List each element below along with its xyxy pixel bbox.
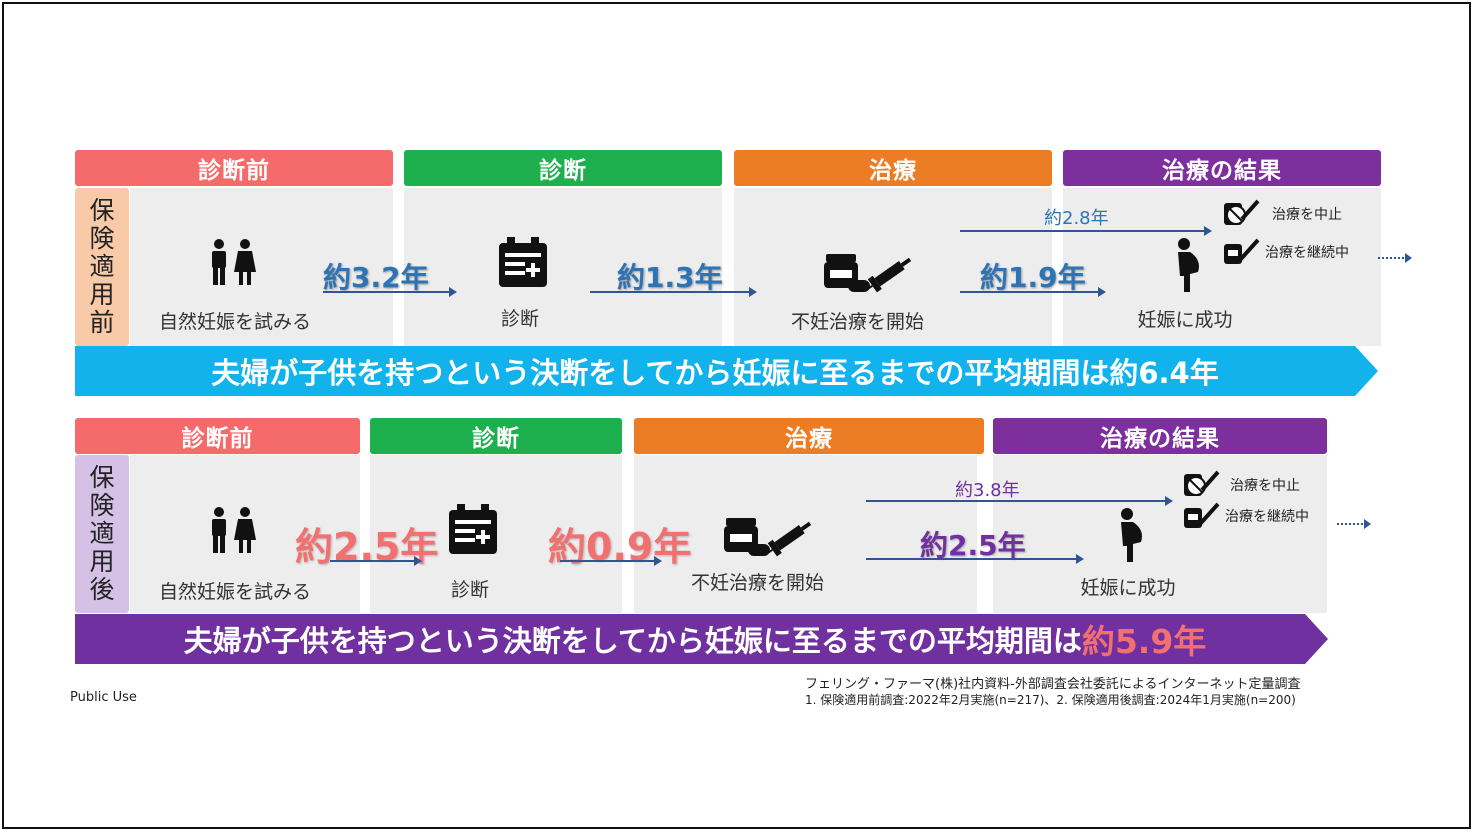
side-char: 保 (89, 463, 115, 492)
stage-header-diagnosis: 診断 (404, 150, 722, 186)
outcome-label: 治療を継続中 (1265, 245, 1349, 261)
banner-arrow-before (75, 346, 1378, 396)
couple-icon (212, 507, 256, 553)
arrow (560, 556, 662, 566)
duration-label: 約2.5年 (920, 529, 1026, 562)
arrow (960, 226, 1212, 236)
step-label: 診断 (450, 579, 489, 601)
medicine-continue-icon (1184, 502, 1220, 528)
banner-arrow-after (75, 614, 1328, 664)
stage-header-treatment: 治療 (634, 418, 984, 454)
outcome-label: 治療を中止 (1272, 207, 1342, 223)
source-note: フェリング・ファーマ(株)社内資料-外部調査会社委託によるインターネット定量調査 (805, 677, 1301, 692)
duration-label: 約1.9年 (980, 261, 1086, 294)
step-label: 不妊治療を開始 (790, 311, 924, 333)
side-char: 適 (89, 519, 115, 548)
step-label: 自然妊娠を試みる (158, 311, 311, 333)
side-char: 険 (89, 491, 115, 520)
outcome-label: 治療を中止 (1230, 478, 1300, 494)
panel-result (1063, 188, 1381, 346)
side-char: 険 (89, 224, 115, 253)
pregnant-woman-icon (1178, 238, 1199, 292)
arrow (590, 287, 757, 297)
side-char: 用 (89, 547, 115, 576)
arrow (866, 496, 1173, 506)
continuation-arrow (1378, 253, 1412, 263)
step-label: 不妊治療を開始 (690, 572, 824, 594)
medicine-cancel-icon (1224, 199, 1260, 225)
duration-label-upper: 約2.8年 (1044, 208, 1109, 229)
step-label: 自然妊娠を試みる (158, 581, 311, 603)
medicine-continue-icon (1224, 238, 1260, 264)
duration-label: 約1.3年 (617, 261, 723, 294)
continuation-arrow (1337, 519, 1371, 529)
step-label: 妊娠に成功 (1137, 309, 1233, 331)
stage-header-treatment: 治療 (734, 150, 1052, 186)
stage-header-pre-diagnosis: 診断前 (75, 418, 360, 454)
stage-header-diagnosis: 診断 (370, 418, 622, 454)
stage-header-result: 治療の結果 (1063, 150, 1381, 186)
pregnant-woman-icon (1121, 508, 1142, 562)
stage-header-result: 治療の結果 (993, 418, 1327, 454)
medicine-syringe-icon (824, 254, 912, 293)
panel-diagnosis (404, 188, 722, 346)
arrow (323, 287, 457, 297)
banner-highlight-text: 約5.9年 (1081, 622, 1207, 661)
side-char: 適 (89, 252, 115, 281)
side-label-after: 保 険 適 用 後 (75, 455, 129, 613)
medical-chart-icon (449, 504, 497, 554)
panel-treatment (634, 455, 977, 613)
panel-result (993, 455, 1327, 613)
arrow (866, 554, 1084, 564)
side-char: 用 (89, 280, 115, 309)
banner-text-after: 夫婦が子供を持つという決断をしてから妊娠に至るまでの平均期間は約5.9年 (75, 614, 1315, 664)
outcome-label: 治療を継続中 (1225, 509, 1309, 525)
duration-label-upper: 約3.8年 (955, 480, 1020, 501)
arrow (960, 287, 1106, 297)
medicine-syringe-icon (724, 518, 812, 557)
banner-text-before: 夫婦が子供を持つという決断をしてから妊娠に至るまでの平均期間は約6.4年 (211, 356, 1219, 390)
side-char: 保 (89, 196, 115, 225)
banner-main-text: 夫婦が子供を持つという決断をしてから妊娠に至るまでの平均期間は (183, 624, 1082, 658)
medical-chart-icon (499, 237, 547, 287)
survey-note: 1. 保険適用前調査:2022年2月実施(n=217)、2. 保険適用後調査:2… (805, 693, 1296, 707)
public-use-label: Public Use (70, 690, 137, 705)
side-char: 後 (89, 575, 115, 604)
duration-label-highlight: 約0.9年 (548, 525, 692, 569)
step-label: 妊娠に成功 (1080, 577, 1176, 599)
side-char: 前 (89, 308, 115, 337)
stage-header-pre-diagnosis: 診断前 (75, 150, 393, 186)
panel-pre-diagnosis (130, 188, 393, 346)
duration-label: 約3.2年 (323, 261, 429, 294)
medicine-cancel-icon (1184, 470, 1220, 496)
side-label-before: 保 険 適 用 前 (75, 188, 129, 346)
couple-icon (212, 239, 256, 285)
arrow (330, 556, 422, 566)
step-label: 診断 (500, 308, 539, 330)
